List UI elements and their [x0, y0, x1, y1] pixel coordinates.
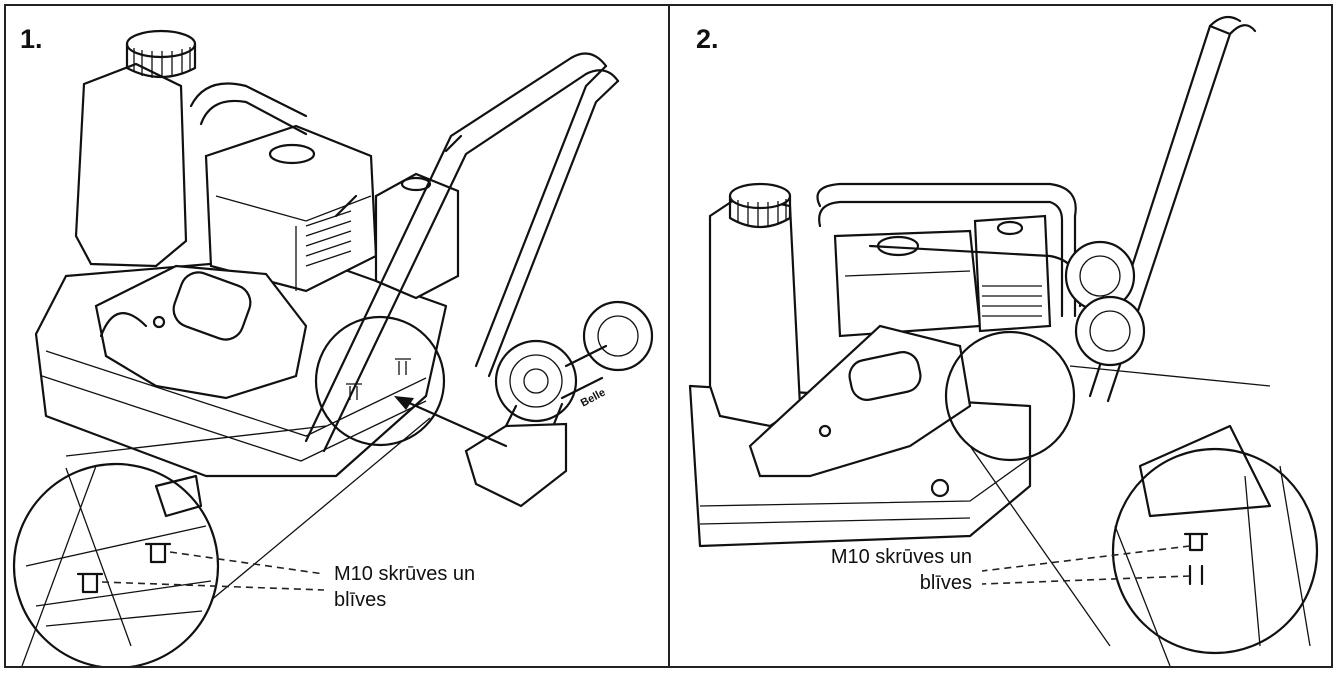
callout-line-1: M10 skrūves un: [830, 546, 972, 568]
step-2-illustration: [688, 15, 1319, 666]
bolt-callout: M10 skrūves un blīves: [334, 561, 475, 613]
callout-line-1: M10 skrūves un: [334, 563, 476, 585]
step-1-illustration: [12, 29, 654, 666]
bolt-callout: M10 skrūves un blīves: [796, 544, 972, 596]
step-2-panel: 2. M10 skrūves un blīves: [668, 4, 1333, 668]
step-number: 2.: [696, 24, 719, 54]
step-1-panel: 1. M10 skrūves un blīves Belle: [4, 4, 670, 668]
callout-line-2: blīves: [334, 589, 387, 611]
step-number: 1.: [20, 24, 43, 54]
callout-line-2: blīves: [919, 572, 972, 594]
